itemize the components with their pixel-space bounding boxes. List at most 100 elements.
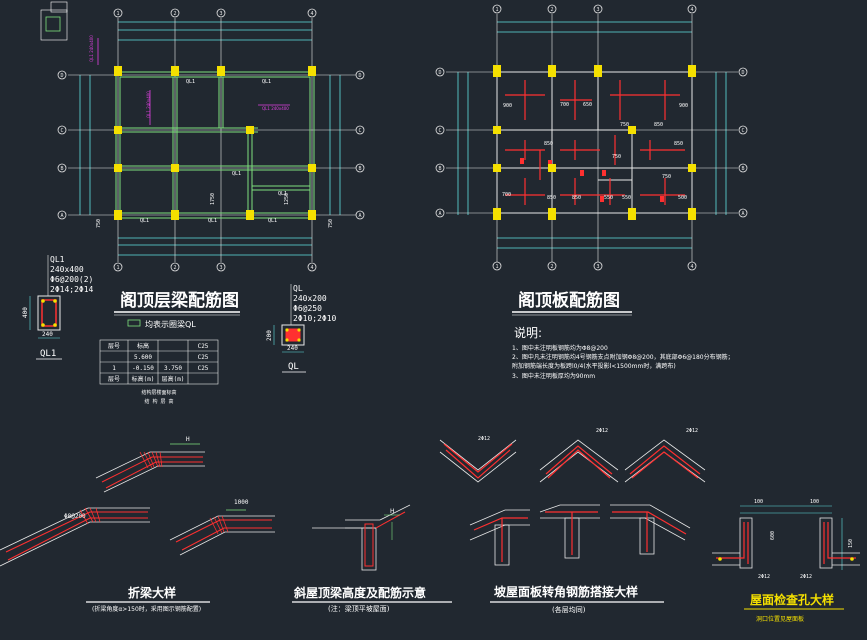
detail-dim: 1000 xyxy=(234,499,249,506)
legend-swatch xyxy=(127,319,141,327)
axis-label: 2 xyxy=(173,11,176,17)
svg-text:QL1 240x400: QL1 240x400 xyxy=(146,91,151,118)
table-cell: 层高(m) xyxy=(162,375,185,383)
axis-label: B xyxy=(741,166,744,172)
detail-subtitle: (注：梁顶平坡屋面) xyxy=(328,604,390,613)
table-caption: 结构层楼面标高 xyxy=(141,389,176,396)
rebar-dim: 750 xyxy=(620,122,629,128)
section-width: 240 xyxy=(287,345,298,352)
table-header: C25 xyxy=(198,343,209,350)
plan-left-title: 阁顶层梁配筋图 xyxy=(120,290,239,311)
axis-label: 2 xyxy=(550,7,553,13)
detail-dim: 2Φ12 xyxy=(800,574,812,580)
notes-heading: 说明: xyxy=(514,325,542,340)
rebar-dim: 700 xyxy=(560,102,569,108)
axis-label: 4 xyxy=(690,264,693,270)
plan-right: 1 2 3 4 1 2 3 4 A B C D A B C D xyxy=(435,4,748,271)
axis-label: 1 xyxy=(116,11,119,17)
axis-label: 1 xyxy=(116,265,119,271)
rebar-dim: 900 xyxy=(503,103,512,109)
section-label: QL1 xyxy=(40,349,56,359)
notes-line: 附加钢筋端长度为板跨l0/4(水平投影l<1500mm时，满跨布) xyxy=(512,362,676,370)
plan-left: 1 2 3 4 1 2 3 4 A B C D A B C D xyxy=(40,1,365,272)
dim-label: 750 xyxy=(328,219,334,228)
axis-label: 3 xyxy=(596,264,599,270)
table-cell: 层号 xyxy=(108,376,120,383)
axis-label: A xyxy=(358,213,361,219)
axis-label: 4 xyxy=(690,7,693,13)
beam-label: QL1 xyxy=(262,79,271,85)
axis-label: D xyxy=(358,73,361,79)
detail-dim: 2Φ12 xyxy=(478,436,490,442)
section-label: QL xyxy=(288,362,299,372)
table-cell: -0.150 xyxy=(132,365,154,372)
detail-subtitle: (各层均同) xyxy=(552,605,586,614)
axis-label: 3 xyxy=(219,265,222,271)
section-ql: QL 240x200 Φ6@250 2Φ10;2Φ10 200 240 QL xyxy=(266,284,337,373)
dim-label: 750 xyxy=(96,219,102,228)
rebar-dim: 850 xyxy=(654,122,663,128)
axis-label: 4 xyxy=(310,11,313,17)
beam-label: QL1 xyxy=(232,171,241,177)
detail-title: 折梁大样 xyxy=(128,585,176,600)
detail-dim: 2Φ12 xyxy=(686,428,698,434)
section-name: QL1 xyxy=(50,255,65,264)
rebar-dim: 850 xyxy=(547,195,556,201)
axis-label: C xyxy=(741,128,744,134)
notes: 说明: 1、图中未注明板钢筋均为Φ8@200 2、图中凡未注明钢筋均4号钢筋支点… xyxy=(512,325,734,380)
detail-jianchakong: 100 100 2Φ12 2Φ12 150 600 屋面检查孔大样 洞口位置见屋… xyxy=(712,499,860,623)
rebar-dim: 850 xyxy=(674,141,683,147)
section-width: 240 xyxy=(42,331,53,338)
axis-label: C xyxy=(60,128,63,134)
rebar-dim: 550 xyxy=(604,195,613,201)
axis-label: 2 xyxy=(173,265,176,271)
detail-dim: 2Φ12 xyxy=(758,574,770,580)
detail-dim: H xyxy=(390,508,395,515)
detail-dim: H xyxy=(186,436,190,443)
beam-label: QL1 xyxy=(140,218,149,224)
axis-label: B xyxy=(438,166,441,172)
table-cell: 1 xyxy=(112,365,116,372)
beam-label: QL1 xyxy=(278,191,287,197)
axis-label: 1 xyxy=(495,264,498,270)
axis-label: 4 xyxy=(310,265,313,271)
rebar-dim: 700 xyxy=(502,192,511,198)
detail-dim: 600 xyxy=(770,531,776,540)
axis-label: 1 xyxy=(495,7,498,13)
section-size: 240x200 xyxy=(293,294,327,303)
dim-label: 1750 xyxy=(210,193,216,205)
axis-label: 2 xyxy=(550,264,553,270)
axis-label: C xyxy=(358,128,361,134)
table-cell: 3.750 xyxy=(164,365,182,372)
legend-note: 均表示圈梁QL xyxy=(145,319,196,329)
axis-label: A xyxy=(438,211,441,217)
axis-label: A xyxy=(60,213,63,219)
table-header: 标高 xyxy=(137,342,149,350)
notes-line: 3、图中未注明板厚均为90mm xyxy=(512,372,595,380)
axis-label: D xyxy=(741,70,744,76)
rebar-dim: 900 xyxy=(679,103,688,109)
section-height: 400 xyxy=(22,307,29,318)
section-stirrup: Φ6@250 xyxy=(293,304,322,313)
beam-label: QL1 xyxy=(186,79,195,85)
rebar-dim: 850 xyxy=(544,141,553,147)
dim-label: 1250 xyxy=(284,193,290,205)
beam-label: QL1 xyxy=(268,218,277,224)
plan-right-title: 阁顶板配筋图 xyxy=(518,290,620,311)
axis-label: A xyxy=(741,211,744,217)
table-cell: 标高(m) xyxy=(132,375,155,383)
axis-label: D xyxy=(60,73,63,79)
detail-title: 坡屋面板转角钢筋搭接大样 xyxy=(494,584,638,599)
detail-xiewu: H 斜屋顶梁高度及配筋示意 (注：梁顶平坡屋面) xyxy=(292,504,452,613)
table-caption: 结 构 层 高 xyxy=(144,398,173,405)
detail-subtitle: (折梁角度α>150时，采用图示钢筋配置) xyxy=(92,605,201,613)
detail-title: 屋面检查孔大样 xyxy=(750,592,834,607)
rebar-dim: 850 xyxy=(572,195,581,201)
detail-title: 斜屋顶梁高度及配筋示意 xyxy=(293,585,426,600)
detail-dim: 150 xyxy=(848,539,854,548)
table-cell: C25 xyxy=(198,354,209,361)
axis-label: 3 xyxy=(219,11,222,17)
svg-text:QL1 240x400: QL1 240x400 xyxy=(262,106,289,111)
section-bars: 2Φ10;2Φ10 xyxy=(293,314,337,323)
